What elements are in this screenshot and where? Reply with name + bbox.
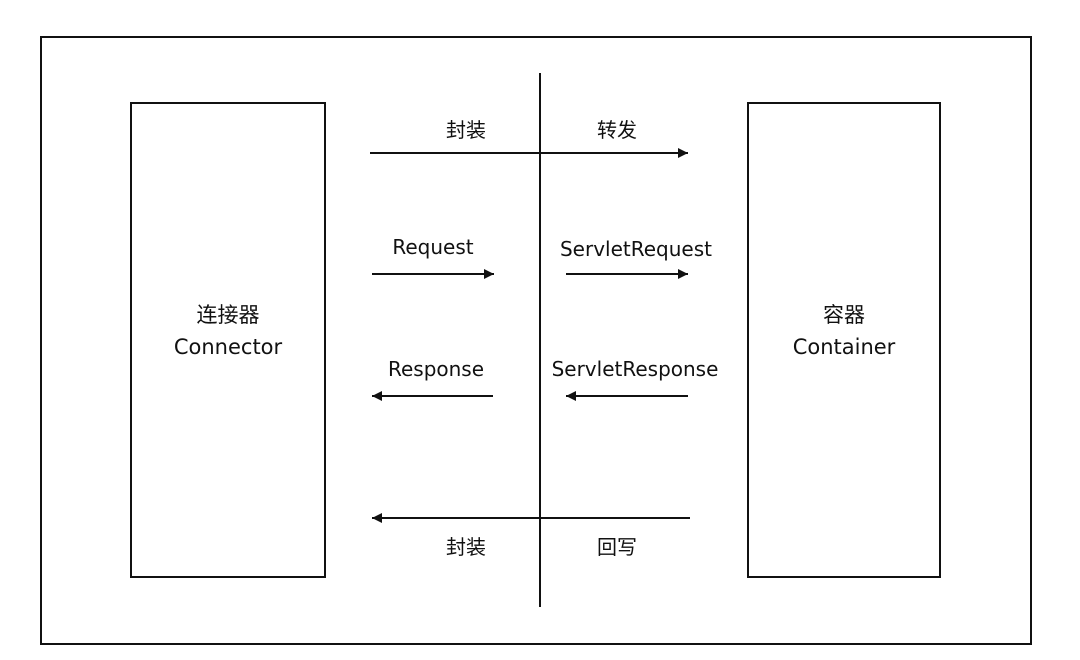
container-box: 容器 Container [747,102,941,578]
outer-frame [40,36,1032,645]
connector-box: 连接器 Connector [130,102,326,578]
connector-box-outline [130,102,326,578]
top-right-label: 转发 [597,118,637,142]
response-label: Response [388,357,484,381]
top-left-label: 封装 [446,118,486,142]
request-label: Request [392,235,473,259]
container-title-en: Container [793,335,896,359]
container-title-cn: 容器 [823,303,865,327]
servlet-request-label: ServletRequest [560,237,712,261]
container-box-outline [747,102,941,578]
connector-title-en: Connector [174,335,283,359]
bottom-right-label: 回写 [597,535,637,559]
bottom-left-label: 封装 [446,535,486,559]
connector-title-cn: 连接器 [197,303,260,327]
servlet-response-label: ServletResponse [552,357,719,381]
